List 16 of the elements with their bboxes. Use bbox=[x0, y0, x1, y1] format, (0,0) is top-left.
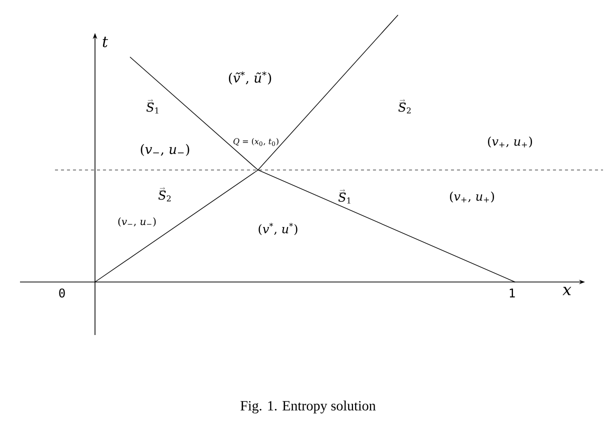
wave-label: S$_{1}$ bbox=[146, 99, 158, 114]
point-label: Q = (x$_{0}$, t$_{0}$) bbox=[233, 138, 278, 146]
wave-label: S$_{2}$ bbox=[398, 99, 411, 114]
state-label: (v$^{*}$, u$^{*}$) bbox=[258, 222, 298, 236]
state-label: (v$_{+}$, u$_{+}$) bbox=[450, 192, 494, 202]
tick-label: 1 bbox=[510, 288, 515, 298]
axis-label: x bbox=[562, 286, 572, 296]
state-label: (v$_{−}$, u$_{−}$) bbox=[118, 217, 156, 227]
wave-label: S$_{2}$ bbox=[158, 187, 171, 202]
wave-label: S$_{1}$ bbox=[338, 189, 350, 204]
tick-label: 0 bbox=[59, 288, 65, 298]
axis-label: t bbox=[102, 36, 108, 48]
caption: Fig. 1. Entropy solution bbox=[240, 400, 376, 414]
state-label: (v$_{+}$, u$_{+}$) bbox=[488, 136, 532, 148]
state-label: (ṽ$^{*}$, ũ$^{*}$) bbox=[228, 71, 272, 85]
state-label: (v$_{−}$, u$_{−}$) bbox=[140, 144, 190, 156]
